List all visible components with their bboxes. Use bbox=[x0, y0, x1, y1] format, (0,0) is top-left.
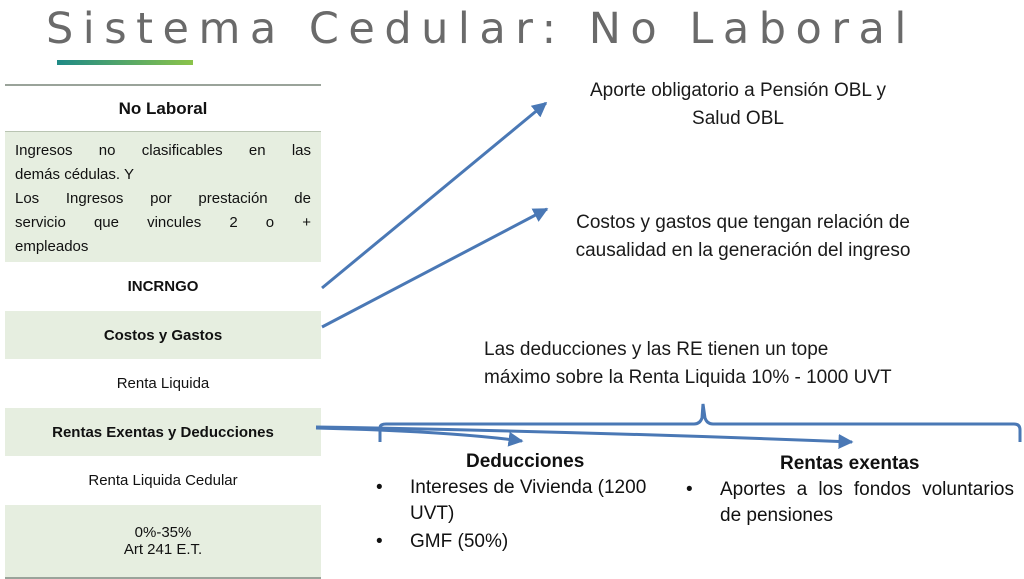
description-line: empleados bbox=[15, 238, 89, 255]
tarifa-article: Art 241 E.T. bbox=[123, 541, 203, 558]
note-aporte-line2: Salud OBL bbox=[692, 108, 784, 129]
table-row-renta-liquida: Renta Liquida bbox=[5, 359, 321, 408]
description-line: demás cédulas. Y bbox=[15, 166, 134, 183]
deducciones-list: Intereses de Vivienda (1200 UVT) GMF (50… bbox=[376, 475, 666, 555]
rentas-exentas-title: Rentas exentas bbox=[780, 453, 920, 474]
list-item: Aportes a los fondos voluntarios de pens… bbox=[686, 477, 1014, 529]
tarifa-rate: 0%-35% bbox=[134, 524, 192, 541]
description-line: servicio que vincules 2 o + bbox=[15, 214, 311, 231]
table-row-tarifa: 0%-35% Art 241 E.T. bbox=[5, 505, 321, 579]
deducciones-title: Deducciones bbox=[466, 451, 585, 472]
table-row-incrngo: INCRNGO bbox=[5, 262, 321, 311]
description-line: Ingresos no clasificables en las bbox=[15, 142, 311, 159]
note-aporte: Aporte obligatorio a Pensión OBL y Salud… bbox=[548, 77, 928, 133]
slide-title: Sistema Cedular: No Laboral bbox=[46, 4, 916, 54]
note-costos: Costos y gastos que tengan relación de c… bbox=[548, 209, 938, 265]
table-row-costos: Costos y Gastos bbox=[5, 311, 321, 359]
table-row-renta-cedular: Renta Liquida Cedular bbox=[5, 456, 321, 505]
note-tope: Las deducciones y las RE tienen un tope … bbox=[484, 336, 944, 392]
title-accent-bar bbox=[57, 60, 193, 65]
arrow-rentas-to-exentas bbox=[315, 425, 854, 449]
table-header: No Laboral bbox=[5, 84, 321, 132]
list-item: GMF (50%) bbox=[376, 529, 666, 555]
arrow-costos-to-causalidad bbox=[321, 207, 549, 329]
note-tope-line2: máximo sobre la Renta Liquida 10% - 1000… bbox=[484, 367, 892, 388]
list-item: Intereses de Vivienda (1200 UVT) bbox=[376, 475, 666, 527]
table-description-cell: Ingresos no clasificables en las demás c… bbox=[5, 132, 321, 262]
note-costos-line2: causalidad en la generación del ingreso bbox=[575, 240, 911, 261]
table-row-rentas-exentas: Rentas Exentas y Deducciones bbox=[5, 408, 321, 456]
note-tope-line1: Las deducciones y las RE tienen un tope bbox=[484, 339, 829, 360]
note-aporte-line1: Aporte obligatorio a Pensión OBL y bbox=[589, 80, 887, 101]
arrow-incrngo-to-aporte bbox=[321, 101, 548, 290]
rentas-exentas-list: Aportes a los fondos voluntarios de pens… bbox=[686, 477, 1014, 529]
brace-deducciones bbox=[378, 403, 1022, 442]
note-costos-line1: Costos y gastos que tengan relación de bbox=[576, 212, 910, 233]
no-laboral-table: No Laboral Ingresos no clasificables en … bbox=[5, 84, 321, 579]
description-line: Los Ingresos por prestación de bbox=[15, 190, 311, 207]
